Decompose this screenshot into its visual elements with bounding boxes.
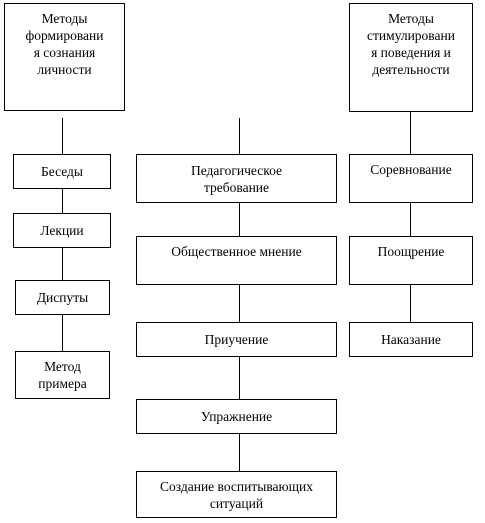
connector-left-2-3	[62, 248, 63, 280]
connector-left-1-2	[62, 189, 63, 213]
connector-left-header	[62, 118, 63, 154]
header-box-right: Методы стимулировани я поведения и деяте…	[349, 3, 473, 112]
right-item-nakazanie: Наказание	[349, 322, 473, 357]
center-item-sozdanie-situatsiy: Создание воспитывающих ситуаций	[136, 471, 337, 518]
connector-center-2-3	[239, 285, 240, 322]
center-item-uprazhnenie: Упражнение	[136, 399, 337, 434]
center-item-priuchenie: Приучение	[136, 322, 337, 357]
center-item-ped-trebovanie: Педагогическое требование	[136, 154, 337, 203]
right-item-pooshchrenie: Поощрение	[349, 236, 473, 285]
connector-right-header	[410, 112, 411, 154]
right-item-sorevnovanie: Соревнование	[349, 154, 473, 203]
left-item-disputy: Диспуты	[15, 280, 110, 315]
header-box-left: Методы формировани я сознания личности	[4, 3, 125, 111]
connector-left-3-4	[62, 315, 63, 351]
left-item-lektsii: Лекции	[13, 213, 111, 248]
connector-right-1-2	[410, 203, 411, 236]
connector-center-1-2	[239, 203, 240, 236]
left-item-metod-primera: Метод примера	[15, 351, 110, 399]
connector-center-top	[239, 118, 240, 154]
connector-center-3-4	[239, 357, 240, 399]
connector-right-2-3	[410, 285, 411, 322]
center-item-obshch-mnenie: Общественное мнение	[136, 236, 337, 285]
left-item-besedy: Беседы	[13, 154, 111, 189]
connector-center-4-5	[239, 434, 240, 471]
